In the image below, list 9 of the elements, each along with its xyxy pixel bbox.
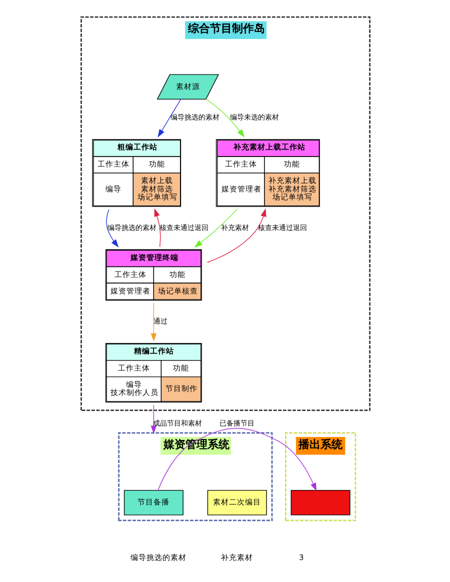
arrow [154, 208, 160, 248]
arrow [205, 98, 244, 138]
arrow [157, 428, 316, 492]
arrow [157, 99, 181, 138]
arrow [106, 209, 118, 248]
arrow [206, 208, 266, 263]
cluster: 播出系统 [284, 432, 356, 522]
node-box [290, 490, 350, 516]
arrow [194, 208, 237, 248]
